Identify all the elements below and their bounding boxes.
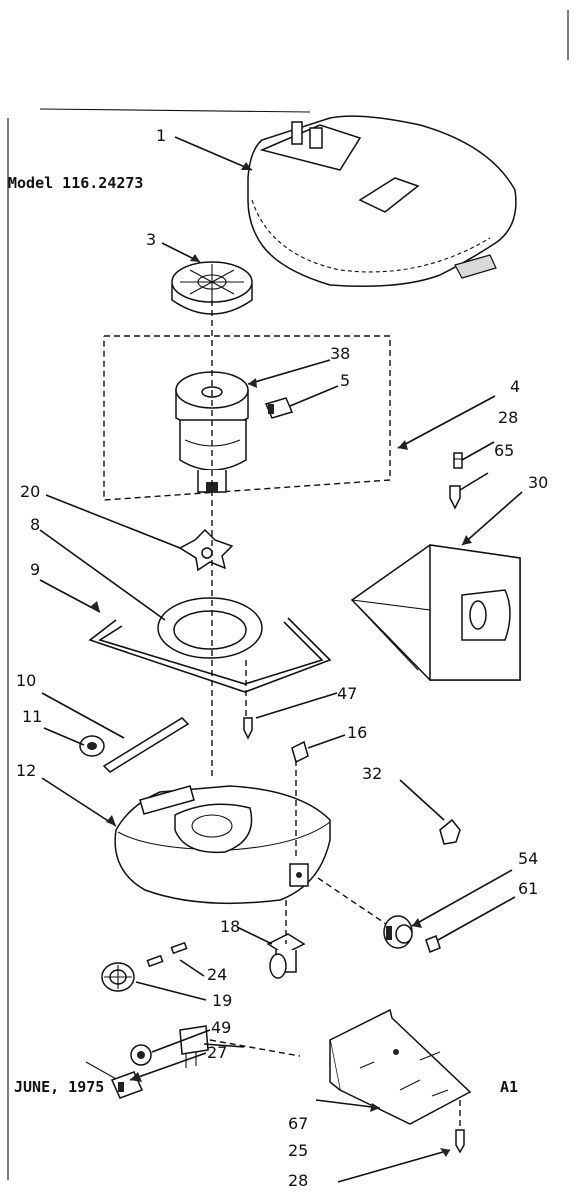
callout-30: 30 [528,473,548,492]
callout-54: 54 [518,849,538,868]
callout-labels: 1 3 38 5 4 28 65 30 20 8 9 10 11 47 16 1… [16,126,548,1190]
part-nut-32 [439,818,461,845]
callout-28-top: 28 [498,408,518,427]
revision-date: JUNE, 1975 [14,1078,104,1096]
callout-28-bottom: 28 [288,1171,308,1190]
part-retainer-20 [178,528,234,572]
callout-12: 12 [16,761,36,780]
callout-38: 38 [330,344,350,363]
part-pins-24 [146,941,188,968]
callout-1: 1 [156,126,166,145]
callout-3: 3 [146,230,156,249]
part-gasket-ring [157,597,263,659]
part-bushing-49 [130,1044,152,1066]
callout-27: 27 [207,1043,227,1062]
part-screw-bottom [455,1129,465,1154]
part-handle [88,617,332,693]
part-screw-top [453,452,463,469]
part-base [114,785,331,905]
leader-lines [39,136,523,1183]
callout-9: 9 [30,560,40,579]
callout-18: 18 [220,917,240,936]
sheet-id: A1 [500,1078,518,1096]
assembly-axis-lines [209,300,461,1130]
part-switch-54 [383,915,413,949]
callout-49: 49 [211,1018,231,1037]
callout-61: 61 [518,879,538,898]
page-frame [7,10,569,1180]
callout-4: 4 [510,377,520,396]
callout-25: 25 [288,1141,308,1160]
callout-16: 16 [347,723,367,742]
part-clip-65 [449,485,461,510]
part-clip-16 [291,740,309,764]
callout-47: 47 [337,684,357,703]
callout-10: 10 [16,671,36,690]
part-dust-bag [350,544,521,681]
callout-20: 20 [20,482,40,501]
part-wheel-19 [101,962,135,992]
model-number: Model 116.24273 [8,174,143,192]
part-axle [102,717,190,773]
part-screw-47 [243,717,253,740]
callout-24: 24 [207,965,227,984]
callout-67: 67 [288,1114,308,1133]
callout-65: 65 [494,441,514,460]
callout-11: 11 [22,707,42,726]
part-knob-61 [425,935,441,953]
part-bottom-plate [329,1008,472,1125]
callout-19: 19 [212,991,232,1010]
part-brush-holder [264,397,294,419]
callout-32: 32 [362,764,382,783]
leader-arrowheads [90,162,472,1157]
callout-8: 8 [30,515,40,534]
part-hood-cover [247,115,517,287]
part-fan-grille [171,261,253,315]
part-wheel-11 [79,735,105,757]
motor-assembly-box [103,335,391,501]
callout-5: 5 [340,371,350,390]
